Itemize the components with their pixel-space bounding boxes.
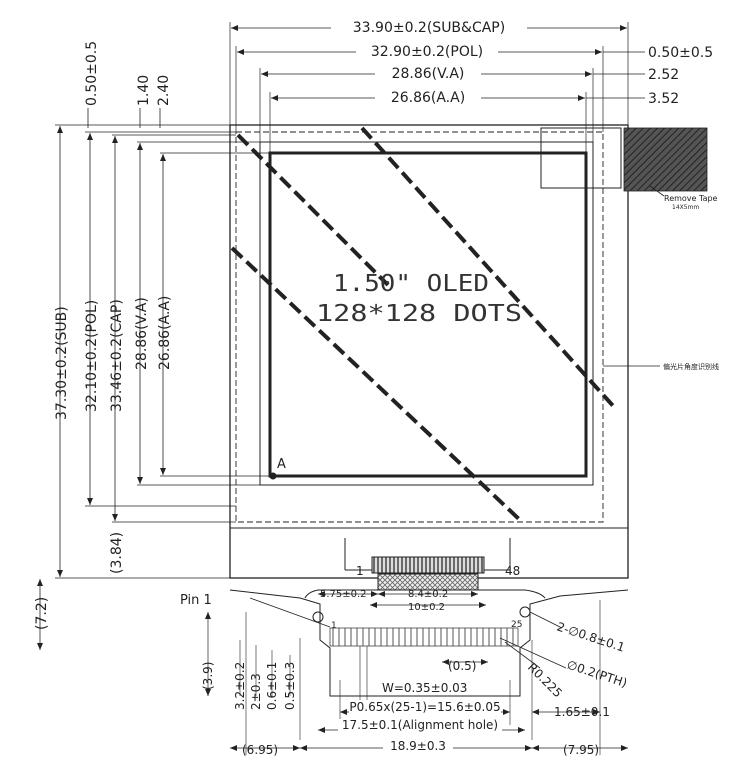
fpc-pth-label: ∅0.2(PTH) [565,658,629,691]
viewing-area-outline [259,141,594,486]
top-dimensions: 33.90±0.2(SUB&CAP) 32.90±0.2(POL) 28.86(… [229,18,713,153]
fpc-r0225-label: R0.225 [525,660,565,700]
polarizer-angle-lines [230,126,617,522]
fpc-dim-203: 2±0.3 [249,673,263,710]
fpc-pitch-label: P0.65x(25-1)=15.6±0.05 [349,700,500,714]
fpc-outline [229,589,629,697]
fpc-pad-25: 25 [511,620,522,630]
side-note: 偏光片角度识别线 [663,362,719,371]
dim-top-240: 2.40 [156,75,172,106]
fpc-dim-695: (6.95) [242,743,278,757]
dim-right-352: 3.52 [648,91,679,107]
fpc-tail: 1 25 Pin 1 5.75±0.2 8.4±0.2 10±0.2 2-∅0.… [180,589,629,757]
fpc-dim-165: 1.65±0.1 [554,705,610,719]
corner-a-label: A [277,457,286,472]
dim-right-050: 0.50±0.5 [648,45,713,61]
alignment-hole-left [312,611,324,623]
fpc-contacts [329,627,519,647]
panel-outlines [229,124,629,579]
dim-pol-width: 32.90±0.2(POL) [371,44,483,60]
left-dimensions: 0.50±0.5 1.40 2.40 37.30±0.2(SUB) 32.10±… [34,41,270,650]
substrate-outline [229,124,629,579]
polarizer-outline [235,131,604,523]
active-area-outline [268,151,588,478]
dim-gap-72: (7.2) [34,597,50,630]
connector-strip: 1 48 [344,538,520,591]
dim-right-252: 2.52 [648,67,679,83]
fpc-dim-32: 3.2±0.2 [233,662,247,710]
fpc-dim-795: (7.95) [563,743,599,757]
fpc-pad-1: 1 [331,621,337,631]
alignment-hole-right [519,606,531,618]
fpc-dim-05: (0.5) [448,659,476,673]
dim-top-140: 1.40 [136,75,152,106]
fpc-dim-575: 5.75±0.2 [320,589,367,600]
fpc-pin1-label: Pin 1 [180,593,212,608]
dim-va-height: 28.86(V.A) [134,297,150,370]
dim-aa-height: 26.86(A.A) [157,296,173,370]
connector-pin-first: 1 [356,564,364,578]
fpc-dim-053: 0.5±0.3 [283,662,297,710]
remove-tape-label: Remove Tape [664,194,718,203]
dim-gap-384: (3.84) [109,532,125,574]
dim-sub-cap-width: 33.90±0.2(SUB&CAP) [353,20,505,36]
fpc-dim-06: 0.6±0.1 [265,662,279,710]
connector-pins [371,556,485,574]
fpc-dim-39: (3.9) [201,662,215,690]
dim-top-050: 0.50±0.5 [84,41,100,106]
fpc-neck [304,589,546,599]
ic-chip [377,573,479,591]
tape-hatch [623,127,708,192]
display-dots-text: 128*128 DOTS [316,301,522,327]
fpc-dim-189: 18.9±0.3 [390,739,446,753]
corner-a-marker [269,472,277,480]
dim-va-width: 28.86(V.A) [392,66,465,82]
connector-pin-last: 48 [505,564,520,578]
display-size-text: 1.50" OLED [333,271,489,297]
tape-outline [540,127,622,189]
angle-identification-note: 偏光片角度识别线 [603,362,719,371]
fpc-width-label: W=0.35±0.03 [382,681,467,695]
dim-aa-width: 26.86(A.A) [391,90,465,106]
remove-tape-size: 14X5mm [672,204,699,211]
fpc-dim-10: 10±0.2 [408,602,445,613]
remove-tape: Remove Tape 14X5mm [540,127,718,211]
dim-pol-height: 32.10±0.2(POL) [84,300,100,412]
dim-cap-height: 33.46±0.2(CAP) [109,299,125,412]
fpc-dim-84: 8.4±0.2 [408,589,448,600]
fpc-hole-label: 2-∅0.8±0.1 [555,620,627,655]
dim-sub-height: 37.30±0.2(SUB) [54,306,70,420]
fpc-alignment-label: 17.5±0.1(Alignment hole) [342,718,498,732]
